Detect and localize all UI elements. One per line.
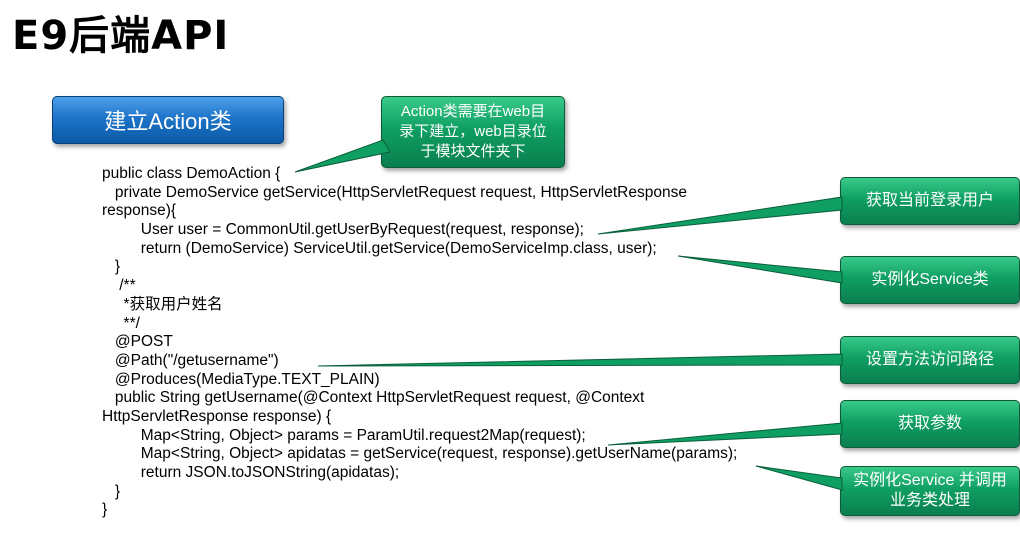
- code-line: }: [102, 501, 108, 519]
- callout-instantiate-service: 实例化Service类: [840, 256, 1020, 304]
- code-line: }: [102, 258, 121, 276]
- code-line: response){: [102, 202, 177, 220]
- code-line: public String getUsername(@Context HttpS…: [102, 389, 645, 407]
- callout-instantiate-process: 实例化Service 并调用 业务类处理: [840, 466, 1020, 516]
- code-line: @POST: [102, 333, 173, 351]
- code-line: /**: [102, 277, 136, 295]
- code-line: public class DemoAction {: [102, 165, 281, 182]
- code-block: public class DemoAction { private DemoSe…: [102, 165, 802, 520]
- code-line: return JSON.toJSONString(apidatas);: [102, 464, 400, 481]
- code-line: *获取用户姓名: [102, 295, 223, 313]
- code-line: private DemoService getService(HttpServl…: [102, 183, 687, 201]
- callout-get-params: 获取参数: [840, 400, 1020, 448]
- callout-get-user: 获取当前登录用户: [840, 177, 1020, 225]
- code-line: User user = CommonUtil.getUserByRequest(…: [102, 221, 584, 239]
- callout-set-path: 设置方法访问路径: [840, 336, 1020, 384]
- code-line: }: [102, 482, 121, 500]
- code-line: HttpServletResponse response) {: [102, 407, 332, 425]
- code-line: @Produces(MediaType.TEXT_PLAIN): [102, 370, 380, 388]
- code-line: return (DemoService) ServiceUtil.getServ…: [102, 239, 657, 257]
- code-line: @Path("/getusername"): [102, 351, 279, 369]
- code-line: **/: [102, 314, 140, 332]
- code-line: Map<String, Object> apidatas = getServic…: [102, 445, 738, 463]
- code-line: Map<String, Object> params = ParamUtil.r…: [102, 426, 586, 444]
- slide-title: E9后端API: [12, 13, 230, 59]
- create-action-class-label: 建立Action类: [52, 96, 284, 144]
- callout-action-location: Action类需要在web目 录下建立，web目录位 于模块文件夹下: [381, 96, 565, 168]
